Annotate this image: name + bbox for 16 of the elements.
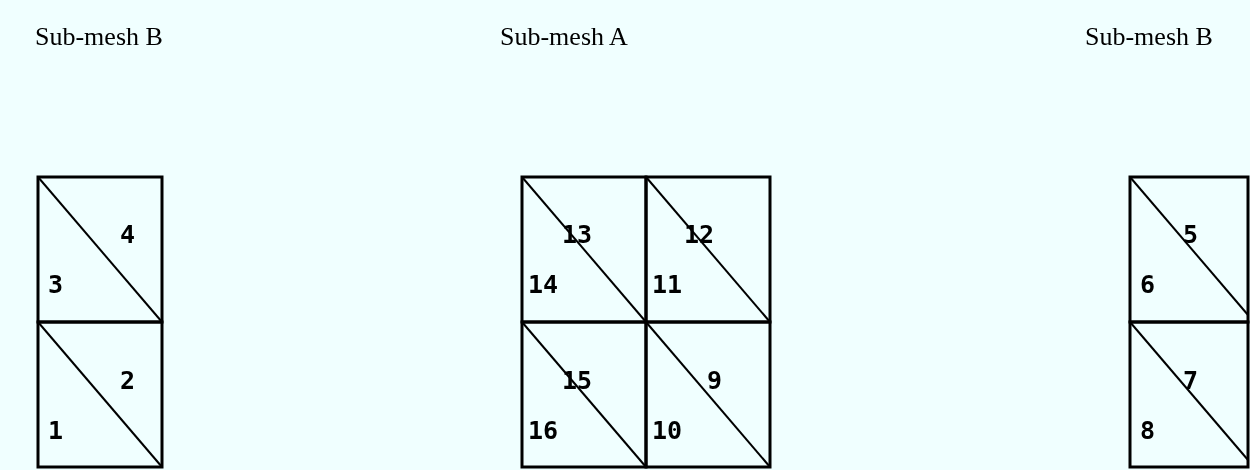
element-number: 2: [120, 368, 136, 393]
element-number: 5: [1183, 222, 1199, 247]
sub-mesh-title: Sub-mesh B: [35, 22, 163, 52]
element-number: 1: [48, 418, 64, 443]
sub-mesh-title: Sub-mesh A: [500, 22, 628, 52]
element-number: 6: [1140, 272, 1156, 297]
element-number: 10: [652, 418, 683, 443]
element-number: 7: [1183, 368, 1199, 393]
element-number: 9: [707, 368, 723, 393]
element-number: 4: [120, 222, 136, 247]
sub-mesh-title: Sub-mesh B: [1085, 22, 1213, 52]
element-number: 8: [1140, 418, 1156, 443]
element-number: 16: [528, 418, 559, 443]
element-number: 3: [48, 272, 64, 297]
element-number: 14: [528, 272, 559, 297]
element-number: 11: [652, 272, 683, 297]
